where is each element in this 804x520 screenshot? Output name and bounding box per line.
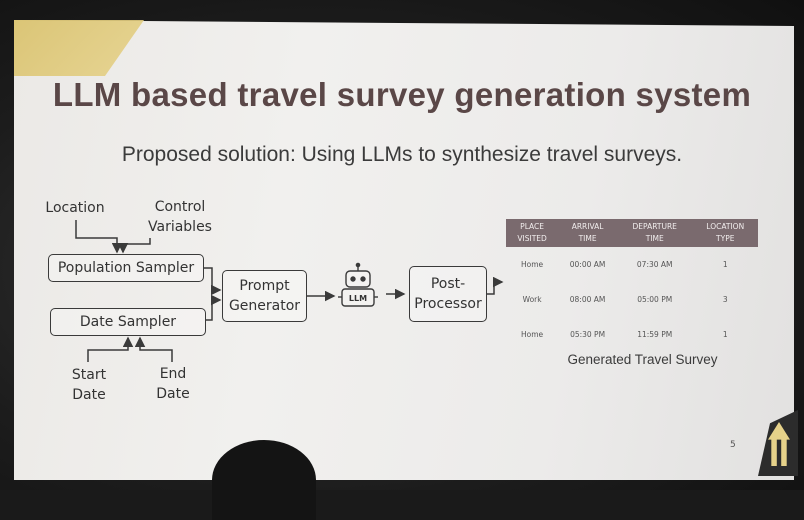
location-label: Location bbox=[45, 200, 105, 216]
post-line2: Processor bbox=[414, 296, 482, 312]
arrow-start-date bbox=[87, 336, 134, 362]
post-line1: Post- bbox=[430, 276, 466, 292]
control-variables-label: Control Variables bbox=[140, 197, 220, 237]
page-number: 5 bbox=[730, 440, 736, 450]
arrow-post-table bbox=[487, 276, 504, 295]
start-date-label: Start Date bbox=[62, 365, 116, 405]
end-line2: Date bbox=[156, 386, 190, 402]
post-processor-box: Post- Processor bbox=[409, 266, 487, 322]
start-line1: Start bbox=[71, 367, 107, 383]
cell-place: Home bbox=[521, 330, 544, 339]
arrow-location bbox=[75, 220, 123, 254]
population-sampler-box: Population Sampler bbox=[48, 254, 204, 282]
cell-place: Work bbox=[522, 295, 542, 304]
table-row: Work 08:00 AM 05:00 PM 3 bbox=[506, 282, 758, 317]
prompt-line1: Prompt bbox=[239, 278, 290, 294]
cell-departure: 07:30 AM bbox=[636, 260, 673, 269]
survey-caption: Generated Travel Survey bbox=[567, 352, 718, 367]
arrow-date-prompt bbox=[205, 294, 222, 321]
table-row: Home 00:00 AM 07:30 AM 1 bbox=[506, 247, 758, 282]
cell-departure: 11:59 PM bbox=[637, 330, 673, 339]
arrow-control bbox=[117, 238, 151, 254]
prompt-line2: Generator bbox=[228, 298, 301, 314]
diagram-connectors: LLM bbox=[75, 220, 504, 362]
cell-type: 3 bbox=[722, 295, 728, 304]
slide-title: LLM based travel survey generation syste… bbox=[52, 76, 752, 113]
robot-llm-icon bbox=[338, 262, 378, 307]
audience-head-silhouette bbox=[212, 440, 316, 520]
end-line1: End bbox=[159, 366, 187, 382]
cell-place: Home bbox=[521, 260, 544, 269]
start-line2: Date bbox=[72, 387, 106, 403]
cell-arrival: 08:00 AM bbox=[569, 295, 606, 304]
cell-type: 1 bbox=[722, 330, 728, 339]
table-row: Home 05:30 PM 11:59 PM 1 bbox=[506, 317, 758, 352]
prompt-generator-box: Prompt Generator bbox=[222, 270, 307, 322]
date-sampler-box: Date Sampler bbox=[50, 308, 206, 336]
slide-subtitle: Proposed solution: Using LLMs to synthes… bbox=[121, 143, 683, 166]
end-date-label: End Date bbox=[148, 364, 198, 404]
arrow-population-prompt bbox=[203, 267, 222, 296]
arrow-end-date bbox=[134, 336, 173, 362]
control-label-line1: Control bbox=[154, 199, 206, 215]
cell-departure: 05:00 PM bbox=[637, 295, 673, 304]
llm-label: LLM bbox=[349, 294, 367, 303]
cell-arrival: 05:30 PM bbox=[570, 330, 606, 339]
cell-type: 1 bbox=[722, 260, 728, 269]
cell-arrival: 00:00 AM bbox=[569, 260, 606, 269]
control-label-line2: Variables bbox=[148, 219, 212, 235]
slide bbox=[14, 20, 794, 480]
